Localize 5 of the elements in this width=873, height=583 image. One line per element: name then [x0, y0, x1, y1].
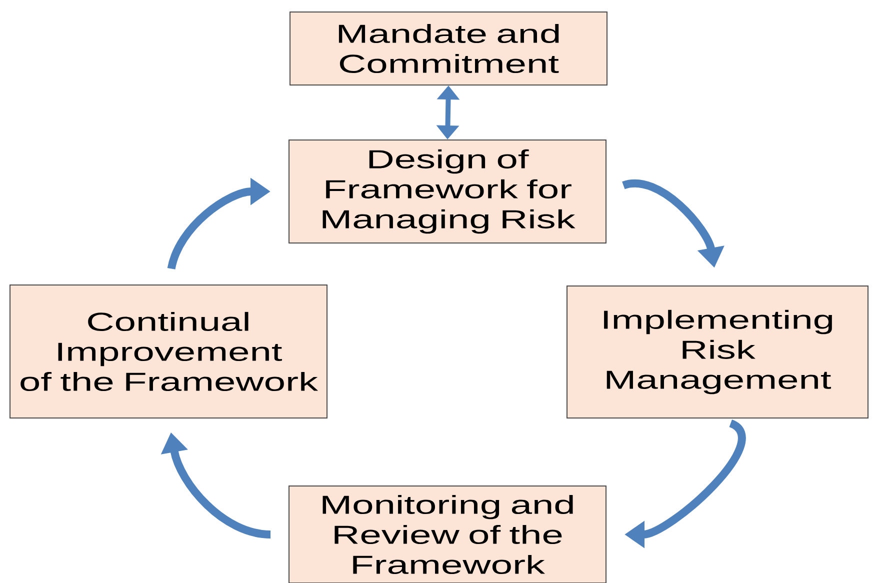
process-box: Mandate and Commitment	[290, 12, 608, 86]
process-box: Implementing Risk Management	[566, 286, 868, 418]
process-box: Continual Improvement of the Framework	[10, 284, 328, 418]
process-box: Monitoring and Review of the Framework	[288, 485, 606, 583]
process-box: Design of Framework for Managing Risk	[288, 140, 606, 244]
